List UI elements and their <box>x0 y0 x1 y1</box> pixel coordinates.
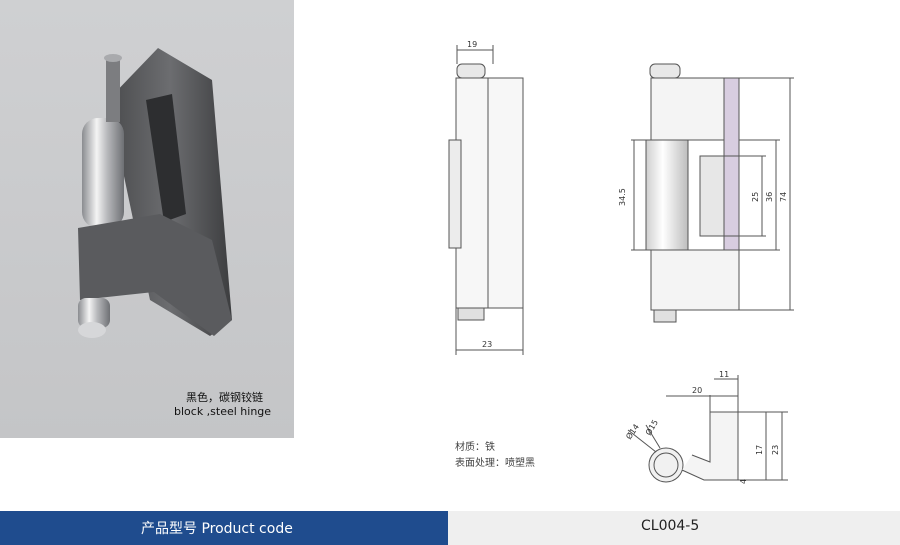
dim-25: 25 <box>751 192 760 202</box>
side-view <box>448 45 524 355</box>
hinge-photo <box>78 48 232 338</box>
dim-23-top: 23 <box>771 445 780 455</box>
dim-23-side: 23 <box>482 340 492 349</box>
dim-74: 74 <box>779 192 788 202</box>
product-code-label: 产品型号 Product code <box>141 521 293 537</box>
caption-chinese: 黑色，碳钢铰链 <box>186 391 263 404</box>
dim-34-5: 34.5 <box>618 188 627 206</box>
dim-d15: Ø15 <box>643 418 660 437</box>
caption-english: block ,steel hinge <box>174 405 272 418</box>
dim-19: 19 <box>467 40 477 49</box>
material-line: 材质：铁 <box>455 442 495 453</box>
dim-17: 17 <box>755 445 764 455</box>
dim-11: 11 <box>719 370 729 379</box>
front-view <box>631 63 794 323</box>
product-code-value: CL004-5 <box>641 518 700 534</box>
dim-20: 20 <box>692 386 702 395</box>
dim-36: 36 <box>765 192 774 202</box>
dim-4: 4 <box>739 479 748 484</box>
technical-drawing: 19 23 34.5 25 36 74 20 11 17 23 4 Ø14 Ø1… <box>448 40 794 484</box>
top-view <box>627 375 788 483</box>
surface-treatment-line: 表面处理：喷塑黑 <box>455 458 535 469</box>
material-note: 材质：铁 表面处理：喷塑黑 <box>455 440 535 472</box>
footer-label-bar <box>0 511 448 545</box>
footer-code-bar <box>448 511 900 545</box>
